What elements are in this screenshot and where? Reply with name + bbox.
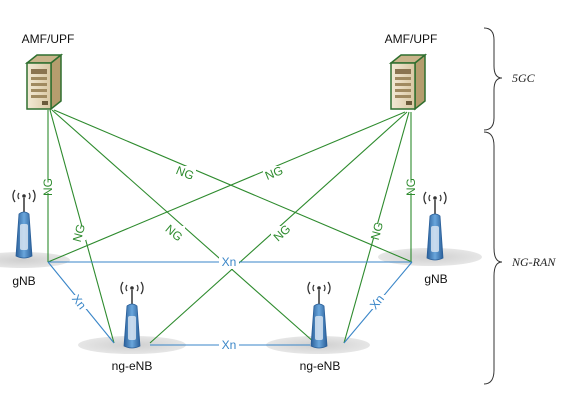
brace-label-5gc: 5GC (512, 71, 536, 85)
xn-label: Xn (222, 338, 237, 352)
ng-label: NG (263, 163, 285, 183)
gnb-left-shadow (0, 252, 70, 268)
brace-label-ng-ran: NG-RAN (511, 255, 556, 269)
antenna-icon (120, 281, 144, 349)
core-right-label: AMF/UPF (385, 32, 438, 46)
antenna-icon (12, 189, 36, 259)
xn-labels: Xn Xn Xn Xn (69, 255, 387, 352)
ng-label: NG (404, 178, 418, 196)
xn-label: Xn (222, 255, 237, 269)
ng-label: NG (41, 178, 55, 196)
gnb-left-label: gNB (12, 274, 35, 288)
ngenb-right-label: ng-eNB (300, 359, 341, 373)
antenna-icon (307, 281, 331, 349)
brace-5gc (483, 27, 503, 131)
ng-label: NG (368, 220, 386, 241)
server-icon (388, 53, 428, 111)
core-left-label: AMF/UPF (22, 32, 75, 46)
gnb-right-label: gNB (424, 272, 447, 286)
ng-label: NG (70, 222, 88, 243)
server-icon (24, 53, 64, 111)
ng-link-right-core-gnb-left (47, 111, 406, 263)
ng-link-left-core-gnb-right (53, 109, 413, 263)
brace-ng-ran (483, 131, 503, 385)
ng-labels: NG NG NG NG NG NG NG NG (40, 163, 419, 244)
antenna-icon (423, 191, 447, 261)
ng-label: NG (271, 222, 294, 244)
ng-links (47, 109, 413, 344)
ng-label: NG (174, 163, 196, 183)
ngenb-left-label: ng-eNB (112, 359, 153, 373)
